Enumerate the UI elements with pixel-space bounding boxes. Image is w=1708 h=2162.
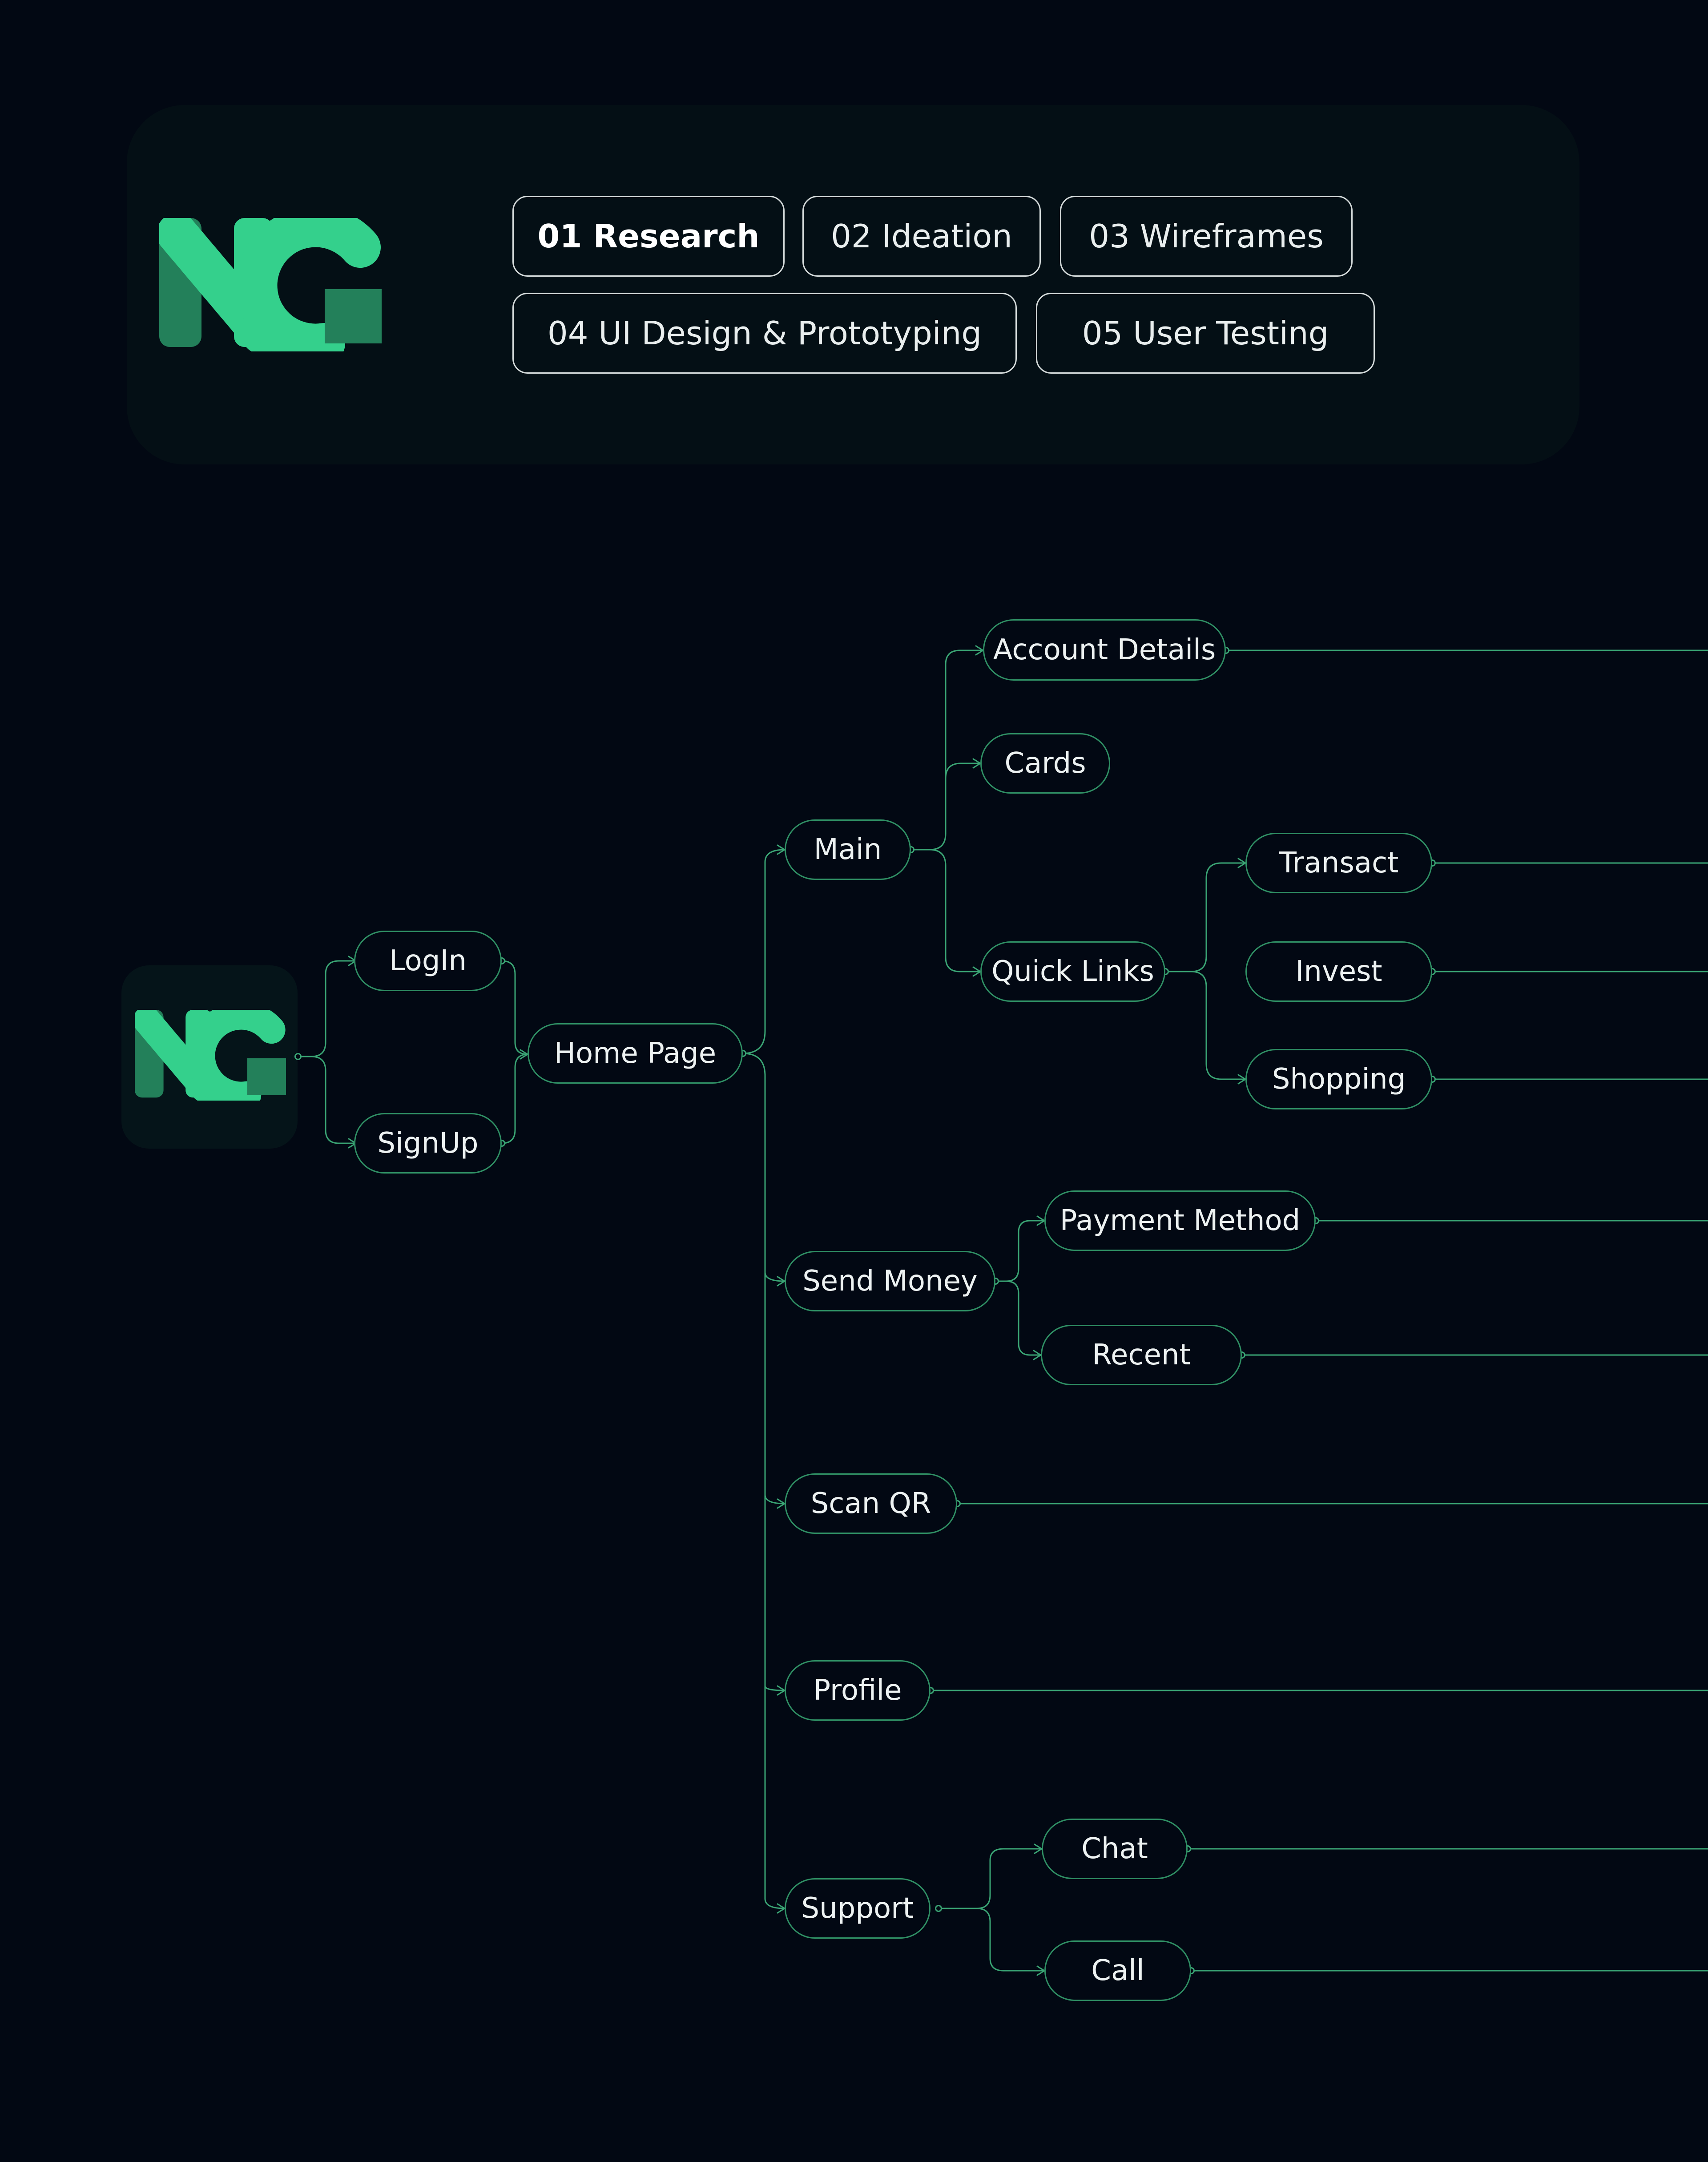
node-profile[interactable]: Profile: [785, 1660, 931, 1721]
ng-logo-small-icon: [135, 1010, 286, 1101]
node-shopping[interactable]: Shopping: [1245, 1049, 1432, 1109]
node-recent[interactable]: Recent: [1041, 1325, 1242, 1385]
phase-tab-wireframes[interactable]: 03 Wireframes: [1060, 196, 1353, 277]
node-scan-qr[interactable]: Scan QR: [785, 1473, 957, 1534]
node-payment-method[interactable]: Payment Method: [1044, 1190, 1316, 1251]
node-quick-links[interactable]: Quick Links: [980, 941, 1165, 1002]
phase-tab-research[interactable]: 01 Research: [512, 196, 785, 277]
node-login[interactable]: LogIn: [354, 931, 502, 991]
node-home-page[interactable]: Home Page: [528, 1023, 743, 1084]
node-main[interactable]: Main: [785, 819, 911, 880]
node-invest[interactable]: Invest: [1245, 941, 1432, 1002]
node-support[interactable]: Support: [785, 1878, 931, 1939]
node-account-details[interactable]: Account Details: [983, 619, 1226, 681]
port-dot: [935, 1905, 942, 1912]
node-cards[interactable]: Cards: [980, 733, 1110, 794]
node-signup[interactable]: SignUp: [354, 1113, 502, 1174]
phase-tab-ideation[interactable]: 02 Ideation: [802, 196, 1041, 277]
node-call[interactable]: Call: [1044, 1940, 1191, 2001]
node-chat[interactable]: Chat: [1042, 1819, 1188, 1879]
node-transact[interactable]: Transact: [1245, 833, 1432, 893]
process-header-panel: [127, 105, 1579, 464]
node-send-money[interactable]: Send Money: [785, 1251, 995, 1311]
phase-tab-ui-design-prototyping[interactable]: 04 UI Design & Prototyping: [512, 293, 1017, 374]
ng-logo-large: [159, 218, 382, 351]
port-dot: [294, 1053, 302, 1060]
phase-tab-user-testing[interactable]: 05 User Testing: [1036, 293, 1375, 374]
